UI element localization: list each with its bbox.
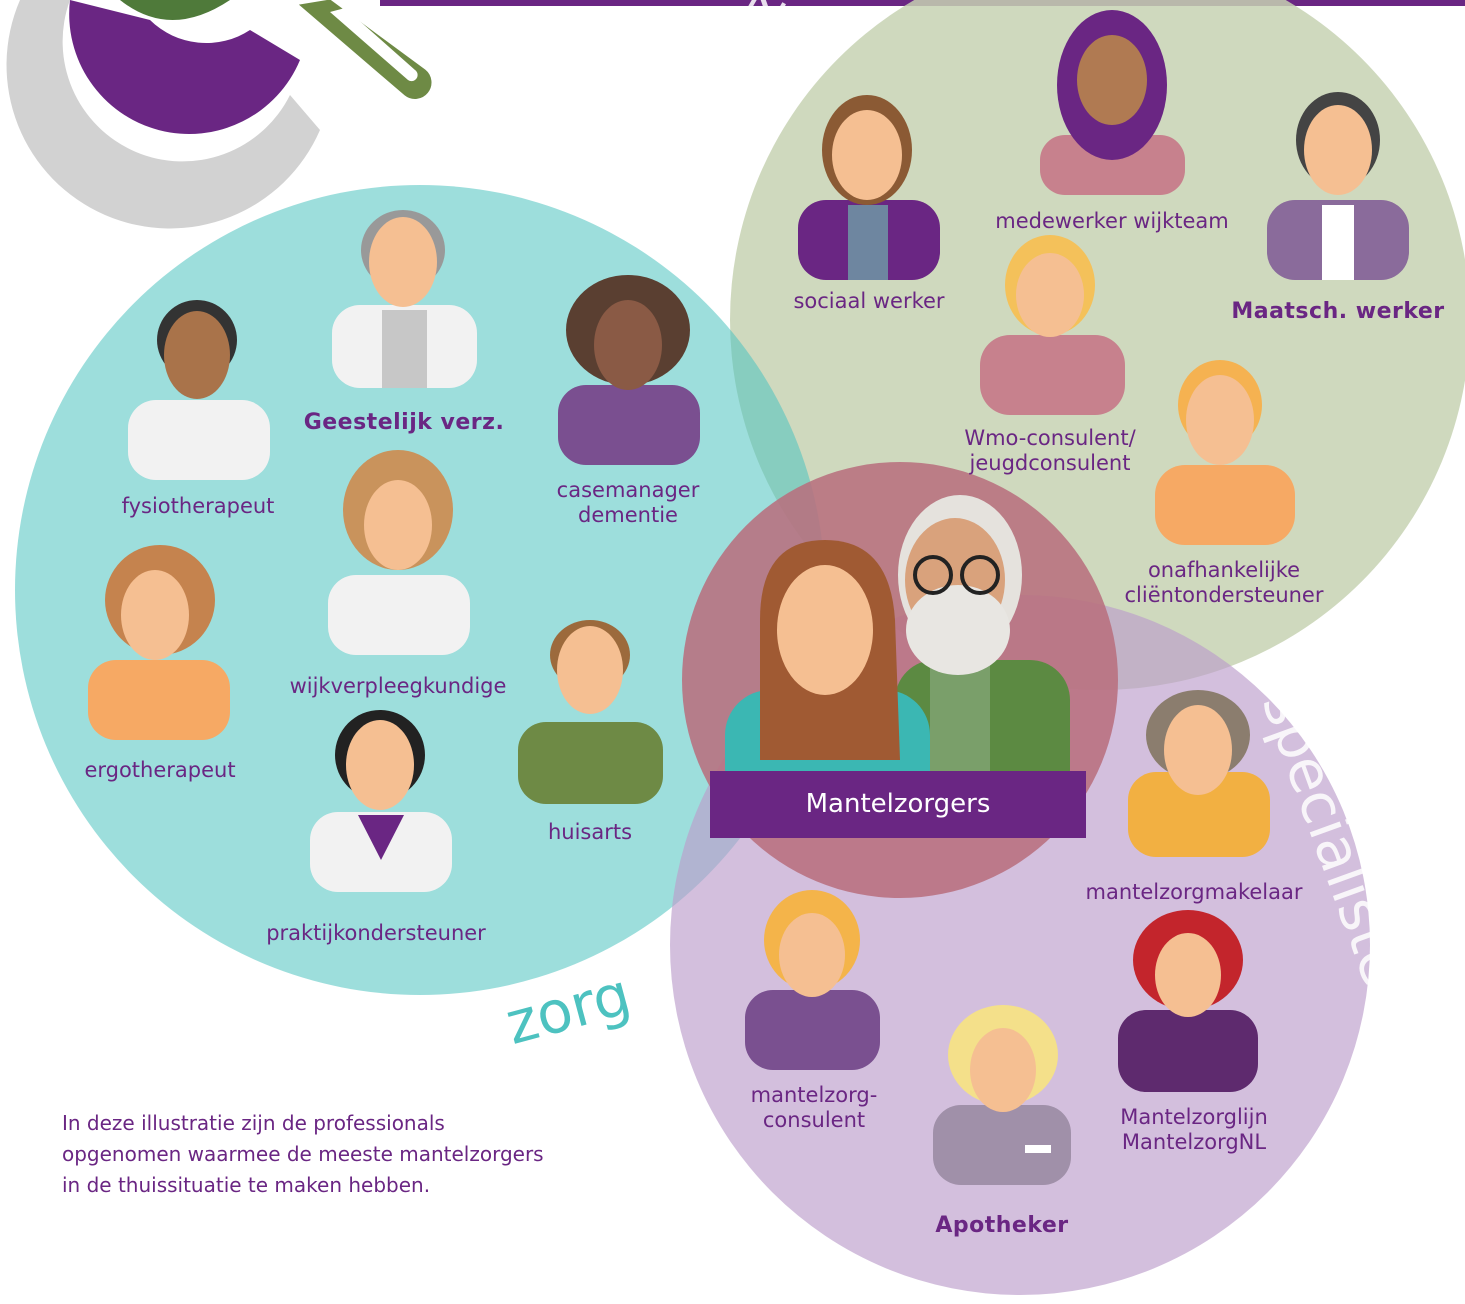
label-mzlijn-line1: Mantelzorglijn [1120,1105,1268,1129]
label-apotheker: Apotheker [935,1213,1069,1238]
avatar-fysiotherapeut [128,300,270,480]
label-onafhankelijke-clientondersteuner: onafhankelijke cliëntondersteuner [1125,558,1324,608]
label-wmo-consulent: Wmo-consulent/ jeugdconsulent [964,426,1135,476]
label-mantelzorgmakelaar: mantelzorgmakelaar [1085,880,1303,904]
avatar-mantelzorgmakelaar [1128,690,1270,857]
avatar-sociaal-werker [798,95,940,280]
label-mzlijn-line2: MantelzorgNL [1121,1130,1267,1154]
label-ergotherapeut: ergotherapeut [84,758,236,782]
label-geestelijk-verz: Geestelijk verz. [303,410,505,435]
label-mzc-line2: consulent [762,1108,866,1132]
caregivers-illustration [725,495,1070,830]
label-sociaal-werker: sociaal werker [793,289,945,313]
avatar-maatsch-werker [1267,92,1409,280]
logo-magnifier-icon [6,0,432,229]
label-wmo-line1: Wmo-consulent/ [964,426,1136,450]
avatar-ergotherapeut [88,545,230,740]
mantelzorgers-banner: Mantelzorgers [710,771,1086,838]
label-wmo-line2: jeugdconsulent [969,451,1131,475]
footnote-line2: opgenomen waarmee de meeste mantelzorger… [62,1142,544,1166]
avatar-medewerker-wijkteam [1040,10,1185,195]
avatar-mantelzorglijn [1118,910,1258,1092]
avatar-onafhankelijke-clientondersteuner [1155,360,1295,545]
avatar-huisarts [518,620,663,804]
label-huisarts: huisarts [547,820,633,844]
footnote-line1: In deze illustratie zijn de professional… [62,1111,445,1135]
label-casemanager-line2: dementie [578,503,678,527]
label-wijkverpleegkundige: wijkverpleegkundige [289,674,507,698]
label-fysiotherapeut: fysiotherapeut [121,494,275,518]
label-mantelzorgconsulent: mantelzorg- consulent [751,1083,878,1133]
label-mzc-line1: mantelzorg- [750,1083,878,1107]
footnote-line3: in de thuissituatie te maken hebben. [62,1173,431,1197]
label-ocs-line1: onafhankelijke [1147,558,1301,582]
avatar-mantelzorgconsulent [745,890,880,1070]
label-mantelzorglijn: Mantelzorglijn MantelzorgNL [1120,1105,1268,1155]
label-ocs-line2: cliëntondersteuner [1124,583,1324,607]
label-casemanager-dementie: casemanager dementie [557,478,700,528]
avatar-wmo-consulent [980,235,1125,415]
label-medewerker-wijkteam: medewerker wijkteam [995,209,1229,233]
avatar-praktijkondersteuner [310,710,452,892]
avatar-wijkverpleegkundige [328,450,470,655]
avatar-geestelijk-verz [332,210,477,388]
footnote: In deze illustratie zijn de professional… [62,1108,582,1201]
label-maatsch-werker: Maatsch. werker [1231,299,1445,324]
label-praktijkondersteuner: praktijkondersteuner [266,921,486,945]
label-casemanager-line1: casemanager [556,478,700,502]
avatar-casemanager-dementie [558,275,700,465]
avatar-apotheker [933,1005,1071,1185]
